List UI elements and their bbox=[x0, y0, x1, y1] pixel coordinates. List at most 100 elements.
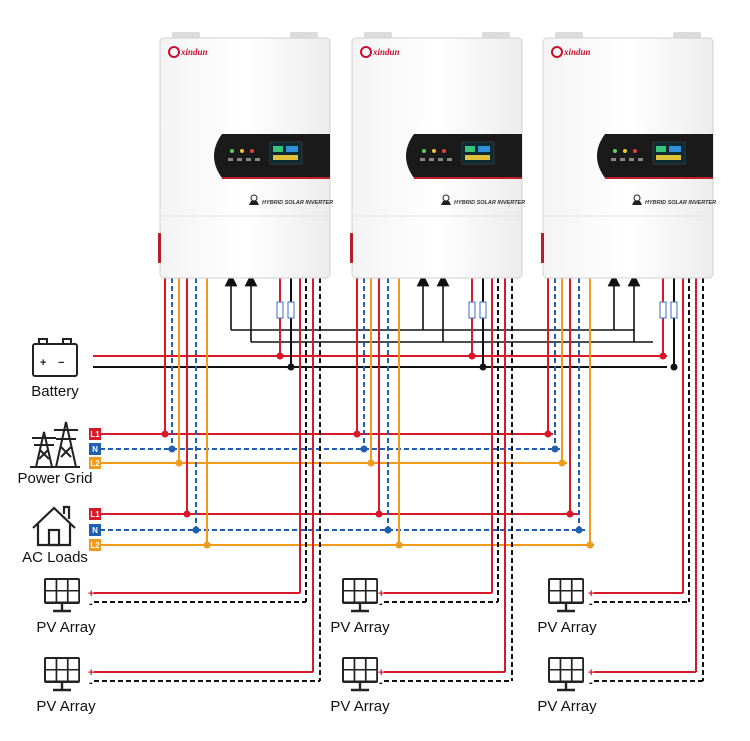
status-led bbox=[422, 149, 426, 153]
solar-panel-icon bbox=[548, 657, 584, 692]
solar-cell bbox=[355, 659, 365, 669]
model-label: HYBRID SOLAR INVERTER bbox=[645, 200, 716, 206]
pv-plus-glyph: + bbox=[588, 588, 594, 600]
mount-tab bbox=[673, 32, 701, 38]
line-tag-box bbox=[89, 443, 101, 455]
line-tag-n: N bbox=[92, 445, 98, 454]
battery-positive-junction bbox=[659, 352, 667, 360]
lcd-segment bbox=[286, 146, 298, 152]
solar-cell bbox=[57, 659, 67, 669]
solar-cell bbox=[355, 670, 365, 681]
battery-icon: + − bbox=[32, 338, 78, 377]
dc-breaker-icon bbox=[468, 301, 476, 319]
control-button-icon bbox=[420, 158, 425, 161]
lcd-segment bbox=[273, 146, 283, 152]
mount-tab bbox=[482, 32, 510, 38]
battery-positive-junction bbox=[276, 352, 284, 360]
loads-label: AC Loads bbox=[22, 549, 88, 566]
battery-label: Battery bbox=[31, 383, 79, 400]
battery-plus-glyph: + bbox=[40, 357, 46, 369]
brand-name: xindun bbox=[180, 47, 208, 57]
solar-cell bbox=[46, 580, 56, 590]
pv-array-label: PV Array bbox=[36, 698, 96, 715]
pv-plus-glyph: + bbox=[378, 667, 384, 679]
brand-logo-icon bbox=[551, 46, 563, 58]
control-button-icon bbox=[611, 158, 616, 161]
grid-l2-junction bbox=[175, 459, 183, 467]
grid-l1-junction bbox=[353, 430, 361, 438]
solar-cell bbox=[344, 670, 354, 681]
solar-panel-icon bbox=[44, 578, 80, 613]
brand-logo-icon bbox=[360, 46, 372, 58]
brand-logo-icon bbox=[168, 46, 180, 58]
solar-cell bbox=[550, 670, 560, 681]
pv-minus-glyph: - bbox=[589, 677, 593, 689]
control-button-icon bbox=[638, 158, 643, 161]
line-tag-l1: L1 bbox=[90, 430, 100, 439]
grid-n-junction bbox=[551, 445, 559, 453]
pv-array-label: PV Array bbox=[36, 619, 96, 636]
pv-array-label: PV Array bbox=[330, 619, 390, 636]
load-l1-junction bbox=[183, 510, 191, 518]
pv-minus-glyph: - bbox=[89, 598, 93, 610]
battery-negative-junction bbox=[670, 363, 678, 371]
load-n-junction bbox=[192, 526, 200, 534]
solar-cell bbox=[46, 670, 56, 681]
sun-logo-icon bbox=[441, 194, 451, 205]
pv-plus-glyph: + bbox=[88, 667, 94, 679]
solar-cell bbox=[68, 591, 79, 602]
brand-name: xindun bbox=[563, 47, 591, 57]
solar-cell bbox=[344, 659, 354, 669]
pv-plus-glyph: + bbox=[378, 588, 384, 600]
control-button-icon bbox=[429, 158, 434, 161]
solar-cell bbox=[46, 591, 56, 602]
sun-panel bbox=[632, 201, 642, 205]
status-led bbox=[613, 149, 617, 153]
loads-source: AC Loads bbox=[22, 505, 88, 566]
solar-panel-icon bbox=[44, 657, 80, 692]
solar-cell bbox=[561, 580, 571, 590]
control-button-icon bbox=[620, 158, 625, 161]
brand-name: xindun bbox=[372, 47, 400, 57]
solar-cell bbox=[355, 591, 365, 602]
solar-cell bbox=[572, 591, 583, 602]
dc-breaker-icon bbox=[287, 301, 295, 319]
grid-l2-junction bbox=[558, 459, 566, 467]
solar-panel-icon bbox=[342, 657, 378, 692]
line-tag-box bbox=[89, 508, 101, 520]
solar-cell bbox=[366, 670, 377, 681]
line-tag-l2: L2 bbox=[90, 459, 100, 468]
control-button-icon bbox=[246, 158, 251, 161]
pv-minus-glyph: - bbox=[89, 677, 93, 689]
grid-l1-junction bbox=[544, 430, 552, 438]
control-button-icon bbox=[255, 158, 260, 161]
side-accent bbox=[158, 233, 161, 263]
control-button-icon bbox=[228, 158, 233, 161]
battery-source: + − Battery bbox=[31, 338, 79, 400]
mount-tab bbox=[290, 32, 318, 38]
solar-cell bbox=[550, 591, 560, 602]
sun-panel bbox=[441, 201, 451, 205]
lcd-screen bbox=[461, 141, 495, 165]
grid-l2-junction bbox=[367, 459, 375, 467]
lcd-screen bbox=[269, 141, 303, 165]
status-led bbox=[230, 149, 234, 153]
line-tag-n: N bbox=[92, 526, 98, 535]
status-led bbox=[240, 149, 244, 153]
solar-cell bbox=[366, 591, 377, 602]
dc-breaker-icon bbox=[276, 301, 284, 319]
load-l2-junction bbox=[203, 541, 211, 549]
solar-cell bbox=[68, 659, 79, 669]
status-led bbox=[633, 149, 637, 153]
pv-array-label: PV Array bbox=[537, 698, 597, 715]
solar-cell bbox=[68, 670, 79, 681]
lcd-segment bbox=[465, 146, 475, 152]
solar-cell bbox=[550, 580, 560, 590]
pv-array-label: PV Array bbox=[537, 619, 597, 636]
lcd-screen bbox=[652, 141, 686, 165]
battery-negative-junction bbox=[479, 363, 487, 371]
status-led bbox=[250, 149, 254, 153]
